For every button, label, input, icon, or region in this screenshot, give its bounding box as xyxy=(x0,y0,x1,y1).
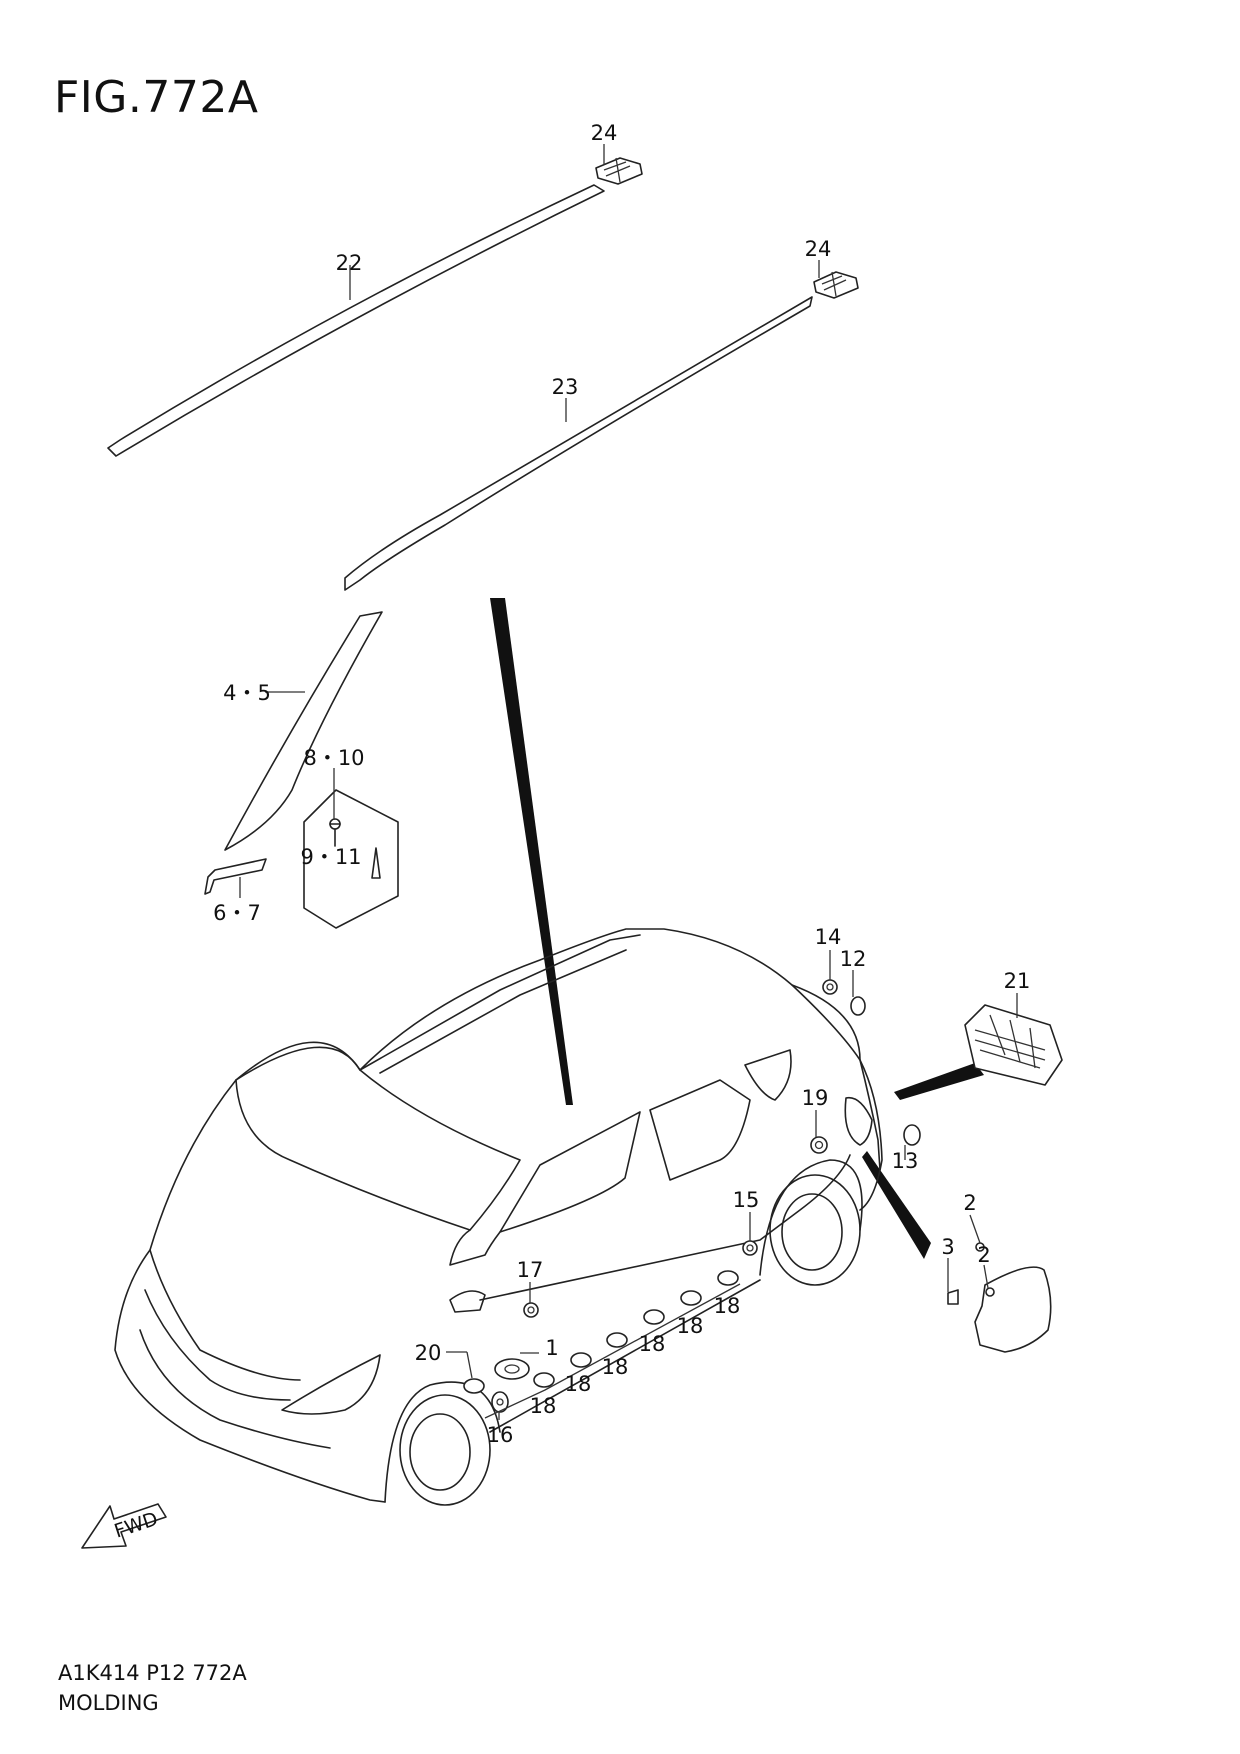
callout-24-lower: 24 xyxy=(805,237,832,261)
clip-18-leader xyxy=(484,1283,741,1419)
callout-18: 18 xyxy=(677,1314,704,1338)
callout-24-upper: 24 xyxy=(591,121,618,145)
leader-lines xyxy=(239,144,1018,1420)
callout-16: 16 xyxy=(487,1423,514,1447)
callout-2-lower: 2 xyxy=(977,1243,990,1267)
figure-code: A1K414 P12 772A xyxy=(58,1661,247,1685)
callout-17: 17 xyxy=(517,1258,544,1282)
callout-18: 18 xyxy=(565,1372,592,1396)
clip-19[interactable] xyxy=(810,1136,828,1154)
callout-13: 13 xyxy=(892,1149,919,1173)
callout-14: 14 xyxy=(815,925,842,949)
callout-9-11: 9・11 xyxy=(300,845,361,869)
callout-23: 23 xyxy=(552,375,579,399)
clip-16[interactable] xyxy=(491,1391,509,1413)
callout-3: 3 xyxy=(941,1235,954,1259)
roof-molding-22[interactable] xyxy=(107,184,605,457)
clip-24-upper[interactable] xyxy=(595,157,643,185)
callout-21: 21 xyxy=(1004,969,1031,993)
plug-12[interactable] xyxy=(850,996,866,1016)
callout-18: 18 xyxy=(714,1294,741,1318)
clip-17[interactable] xyxy=(523,1302,539,1318)
clip-15[interactable] xyxy=(742,1240,758,1256)
callout-1: 1 xyxy=(545,1336,558,1360)
pillar-molding-6-7[interactable] xyxy=(204,858,267,895)
callout-15: 15 xyxy=(733,1188,760,1212)
pillar-molding-4-5[interactable] xyxy=(224,611,383,851)
callout-12: 12 xyxy=(840,947,867,971)
pointer-roof xyxy=(490,598,573,1105)
clip-18-row[interactable] xyxy=(533,1270,739,1388)
callout-20: 20 xyxy=(415,1341,442,1365)
clip-14[interactable] xyxy=(822,979,838,995)
callout-18: 18 xyxy=(530,1394,557,1418)
clip-8-10[interactable] xyxy=(329,818,341,847)
detail-hexagon xyxy=(303,789,399,929)
figure-name: MOLDING xyxy=(58,1691,159,1715)
callout-18: 18 xyxy=(602,1355,629,1379)
pointer-lid xyxy=(894,1063,984,1100)
callout-18: 18 xyxy=(639,1332,666,1356)
callout-labels: 24 24 22 23 4・5 8・10 9・11 6・7 14 12 21 1… xyxy=(213,121,1030,1447)
clip-2-lower[interactable] xyxy=(985,1287,995,1297)
clip-3[interactable] xyxy=(947,1289,959,1305)
callout-22: 22 xyxy=(336,251,363,275)
grommet-1[interactable] xyxy=(494,1358,530,1380)
callout-4-5: 4・5 xyxy=(223,681,271,705)
fuel-lid[interactable] xyxy=(974,1266,1052,1353)
figure-title: FIG.772A xyxy=(54,72,259,123)
pointer-fuel xyxy=(862,1151,931,1259)
car-outline xyxy=(114,928,883,1506)
fwd-label: FWD xyxy=(112,1508,161,1543)
callout-2-upper: 2 xyxy=(963,1191,976,1215)
callout-19: 19 xyxy=(802,1086,829,1110)
emblem-21[interactable] xyxy=(964,1004,1063,1086)
roof-molding-23[interactable] xyxy=(344,296,813,591)
fwd-arrow: FWD xyxy=(81,1503,167,1549)
clip-24-lower[interactable] xyxy=(813,271,859,299)
callout-6-7: 6・7 xyxy=(213,901,261,925)
garnish-9-11[interactable] xyxy=(371,847,381,879)
plug-13[interactable] xyxy=(903,1124,921,1146)
clip-20[interactable] xyxy=(463,1378,485,1394)
callout-8-10: 8・10 xyxy=(303,746,364,770)
